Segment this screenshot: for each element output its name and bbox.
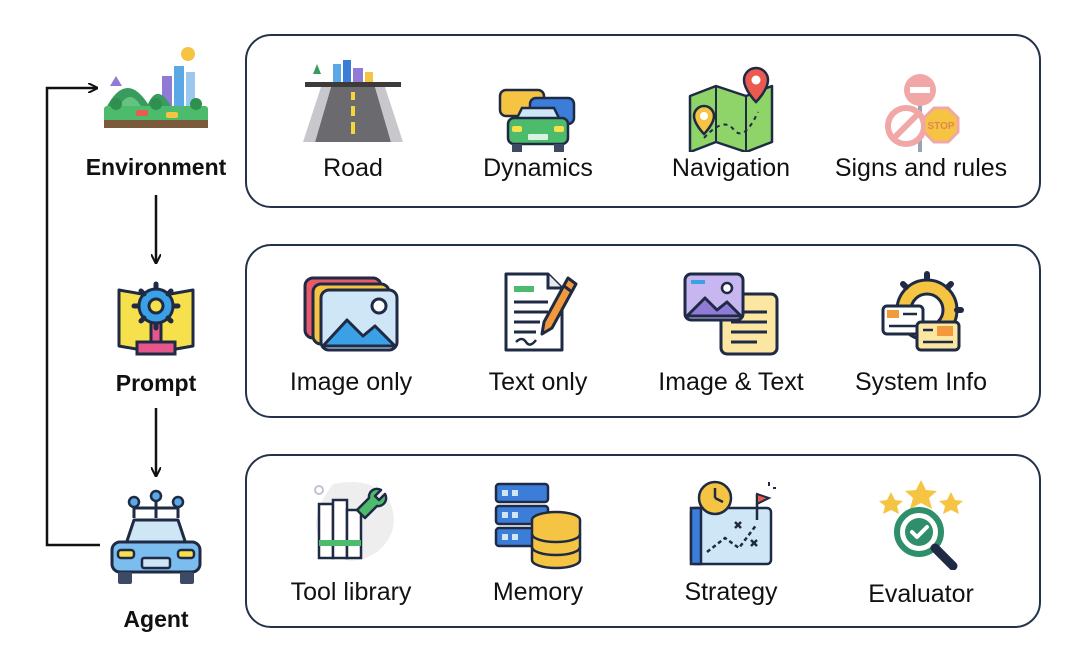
strategy-board-icon [685, 478, 777, 568]
robot-car-icon [104, 488, 208, 592]
prompt-item-label: Text only [488, 368, 588, 396]
image-text-icon [681, 270, 781, 358]
gear-book-icon [113, 276, 199, 360]
document-pen-icon [496, 270, 580, 356]
agent-item-label: Tool library [290, 578, 412, 606]
prompt-item-label: Image only [289, 368, 413, 396]
tool-library-icon [303, 480, 399, 562]
svg-text:STOP: STOP [927, 121, 954, 132]
env-item-label: Navigation [671, 154, 791, 182]
stage-label-environment: Environment [85, 154, 227, 180]
traffic-signs-icon: STOP [876, 72, 966, 154]
image-stack-icon [301, 274, 401, 354]
database-icon [492, 480, 584, 572]
evaluator-magnifier-icon [875, 478, 967, 570]
env-item-label: Road [323, 154, 383, 182]
env-item-label: Dynamics [483, 154, 593, 182]
prompt-item-label: Image & Text [658, 368, 804, 396]
agent-item-label: Evaluator [868, 580, 974, 608]
traffic-cars-icon [496, 84, 580, 154]
city-landscape-icon [96, 42, 214, 142]
env-item-label: Signs and rules [834, 154, 1008, 182]
stage-label-prompt: Prompt [115, 370, 197, 396]
agent-item-label: Strategy [684, 578, 778, 606]
system-info-icon [877, 270, 965, 356]
map-pin-icon [684, 66, 778, 152]
road-icon [303, 56, 403, 142]
prompt-item-label: System Info [855, 368, 987, 396]
stage-label-agent: Agent [123, 606, 189, 632]
agent-item-label: Memory [492, 578, 584, 606]
